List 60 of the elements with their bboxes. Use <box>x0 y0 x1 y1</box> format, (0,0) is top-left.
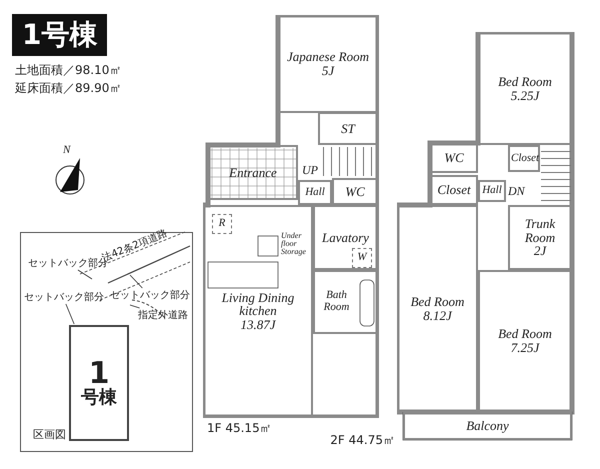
room-label: 13.87J <box>240 318 276 332</box>
room-label: Hall <box>482 185 502 197</box>
leader-line <box>65 304 75 324</box>
leader-line <box>78 270 92 280</box>
stair-direction-label: UP <box>302 163 318 178</box>
floor-area-label: 1F 45.15㎡ <box>207 420 272 437</box>
room-outline <box>478 180 506 202</box>
stair-direction-label: DN <box>508 184 525 199</box>
storage-label: Under floor Storage <box>281 232 307 256</box>
room-label: Bed Room <box>498 74 552 88</box>
room-label: 5J <box>322 64 334 78</box>
room-label: Bed Room <box>498 327 552 341</box>
floor-area-label: 2F 44.75㎡ <box>330 432 395 449</box>
area-label: 土地面積／98.10㎡ <box>15 62 122 79</box>
room-label: Closet <box>437 183 471 197</box>
lot-label: 1 <box>88 358 110 390</box>
lot-label: 号棟 <box>81 389 117 408</box>
room-label: Bed Room <box>410 294 464 308</box>
room-label: Trunk Room <box>524 217 556 244</box>
room-label: Hall <box>305 186 325 198</box>
room-label: ST <box>341 122 355 136</box>
room-outline <box>298 180 332 205</box>
appliance-space <box>352 248 372 268</box>
room-outline <box>430 175 478 205</box>
panel-title: 区画図 <box>33 429 66 441</box>
room-label: WC <box>345 184 365 198</box>
room-outline <box>318 112 378 145</box>
room-label: 5.25J <box>510 88 540 102</box>
room-label: WC <box>444 151 464 165</box>
appliance-label: W <box>357 252 367 264</box>
room-outline <box>313 205 378 270</box>
room-outline <box>508 205 572 270</box>
north-label: N <box>63 144 70 156</box>
leader-line <box>130 304 140 308</box>
room-label: 7.25J <box>510 341 540 355</box>
leader-note: 指定外道路 <box>138 310 188 322</box>
room-outline <box>332 178 378 205</box>
room-outline <box>478 270 572 412</box>
room-outline <box>208 145 298 200</box>
area-label: 延床面積／89.90㎡ <box>15 80 122 97</box>
room-label: Lavatory <box>322 230 369 244</box>
leader-line <box>130 274 143 288</box>
appliance-label: R <box>218 218 226 230</box>
room-label: Balcony <box>466 419 509 433</box>
room-outline <box>403 412 572 440</box>
room-label: Entrance <box>229 166 277 180</box>
room-label: Living Dining kitchen <box>220 290 296 318</box>
room-outline <box>508 145 540 172</box>
room-label: 2J <box>534 244 546 258</box>
room-label: Bath Room <box>322 290 350 314</box>
room-label: Closet <box>511 152 537 164</box>
leader-note: セットバック部分 <box>24 292 104 304</box>
lot-outline <box>69 325 129 441</box>
title-banner: 1号棟 <box>12 14 108 56</box>
room-label: Japanese Room <box>287 50 369 64</box>
room-outline <box>430 143 478 173</box>
leader-note: セットバック部分 <box>110 290 190 302</box>
room-label: 8.12J <box>423 308 452 322</box>
room-outline <box>313 270 378 334</box>
appliance-space <box>212 214 232 234</box>
